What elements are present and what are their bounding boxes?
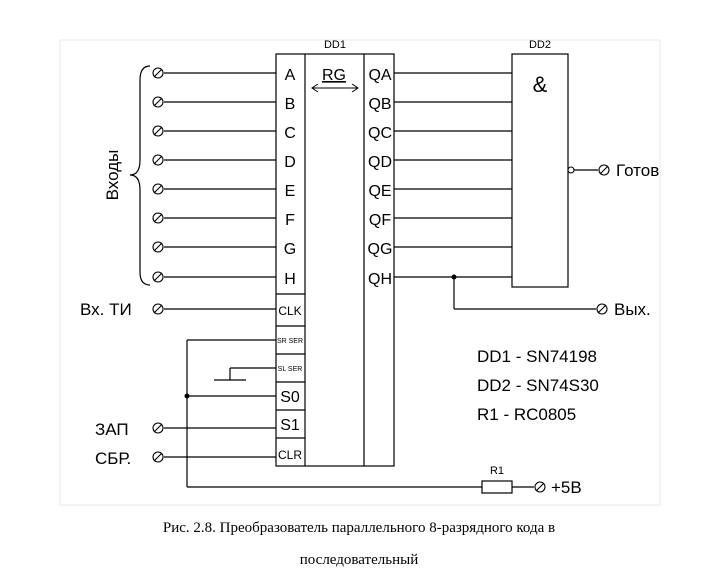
reset-label: СБР. (95, 449, 131, 468)
s0-junction (184, 393, 190, 399)
figure-caption-line2: последовательный (299, 552, 419, 568)
inputs-brace (129, 65, 151, 286)
sl-ser-ground (214, 367, 276, 381)
ready-label: Готов (616, 161, 659, 180)
pin-g: G (284, 241, 296, 258)
inputs-group-label: Входы (103, 150, 122, 201)
dd1-function-label: RG (322, 67, 346, 84)
shift-arrow (311, 83, 359, 93)
output-wires (394, 72, 596, 310)
pin-qc: QC (368, 125, 392, 142)
write-terminal (152, 422, 164, 434)
dd1-register (275, 53, 395, 467)
pin-a: A (285, 67, 296, 84)
dd2-label: DD2 (529, 39, 551, 51)
write-label: ЗАП (95, 420, 129, 439)
ready-terminal (598, 164, 610, 176)
dd2-inversion-bubble (567, 166, 575, 174)
pin-sl-ser: SL SER (278, 366, 303, 373)
pin-qa: QA (368, 67, 391, 84)
pin-qd: QD (368, 154, 392, 171)
pin-b: B (285, 96, 296, 113)
qh-junction (451, 274, 457, 280)
pin-c: C (284, 125, 296, 142)
pin-qe: QE (368, 183, 391, 200)
pin-sr-ser: SR SER (277, 338, 303, 345)
pin-e: E (285, 183, 296, 200)
pin-f: F (285, 212, 295, 229)
pin-s1: S1 (280, 417, 300, 434)
dd1-label: DD1 (324, 39, 346, 51)
reset-terminal (152, 451, 164, 463)
clock-terminal (152, 303, 164, 315)
legend-dd2: DD2 - SN74S30 (477, 376, 599, 395)
pin-d: D (284, 154, 296, 171)
output-label: Вых. (614, 300, 651, 319)
pin-clk: CLK (278, 304, 301, 318)
clock-in-label: Вх. ТИ (80, 300, 132, 319)
circuit-schematic: DD1 RG A B C D E F G H CLK SR SER SL SER… (59, 39, 661, 506)
figure-caption-line1: Рис. 2.8. Преобразователь параллельного … (162, 520, 556, 536)
resistor-label: R1 (490, 465, 504, 477)
legend-dd1: DD1 - SN74198 (477, 347, 597, 366)
pullup-network (186, 339, 534, 488)
input-terminals (152, 67, 164, 283)
legend-r1: R1 - RC0805 (477, 405, 576, 424)
dd2-function-label: & (533, 72, 548, 97)
power-label: +5В (551, 478, 582, 497)
pin-qb: QB (368, 96, 391, 113)
power-terminal (534, 481, 546, 493)
output-terminal (596, 303, 608, 315)
pin-h: H (284, 271, 296, 288)
resistor-r1 (481, 480, 513, 494)
pin-qh: QH (368, 271, 392, 288)
frame (59, 39, 661, 506)
pin-s0: S0 (280, 389, 300, 406)
input-wires (164, 72, 276, 278)
pin-clr: CLR (278, 448, 302, 462)
pin-qg: QG (368, 241, 393, 258)
pin-qf: QF (369, 212, 391, 229)
